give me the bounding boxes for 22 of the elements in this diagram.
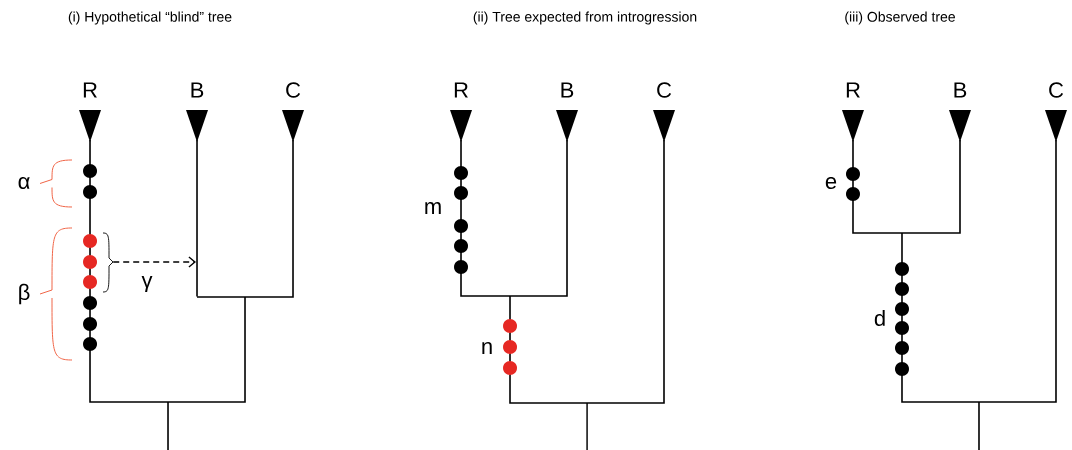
panel-title: (iii) Observed tree bbox=[845, 11, 955, 25]
tip-label: R bbox=[454, 82, 468, 98]
arrow bbox=[112, 256, 196, 268]
tip-label: B bbox=[191, 82, 204, 98]
tip-label: R bbox=[83, 82, 97, 98]
branch-line bbox=[196, 139, 198, 297]
panel-title: (ii) Tree expected from introgression bbox=[473, 11, 697, 25]
bracket bbox=[102, 232, 114, 293]
greek-label: β bbox=[19, 283, 30, 305]
tip-label: R bbox=[846, 82, 860, 98]
edge-label: γ bbox=[141, 275, 153, 293]
panel-title: (i) Hypothetical “blind” tree bbox=[68, 11, 232, 25]
mutation-label: m bbox=[425, 202, 441, 214]
mutation-label: d bbox=[874, 309, 885, 327]
tip-label: B bbox=[954, 82, 967, 98]
mutation-label: e bbox=[825, 176, 837, 190]
tip-label: C bbox=[657, 82, 672, 98]
mutation-label: n bbox=[482, 342, 492, 354]
tip-label: B bbox=[561, 82, 574, 98]
tip-label: C bbox=[286, 82, 301, 98]
tip-label: C bbox=[1049, 82, 1064, 98]
greek-label: α bbox=[18, 176, 30, 190]
